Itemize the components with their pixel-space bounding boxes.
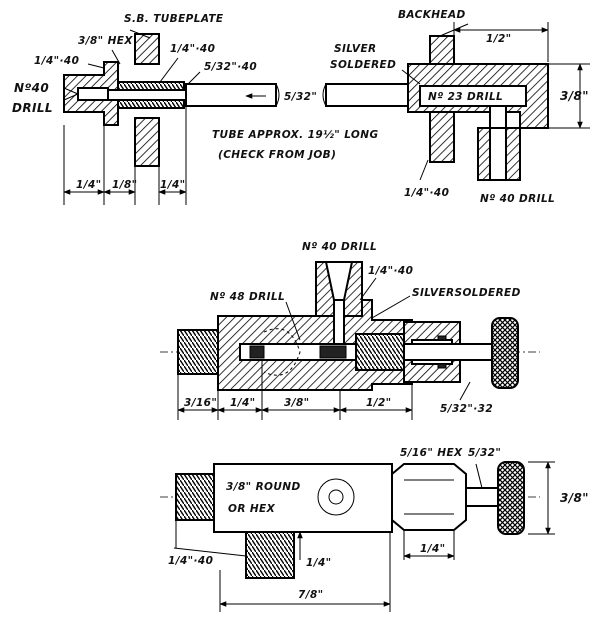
label-thread-1-4-40-plate: 1/4"·40 bbox=[170, 43, 215, 55]
label-dim-3-8-mid: 3/8" bbox=[284, 397, 310, 409]
label-no40: Nº40 bbox=[14, 81, 49, 95]
label-dim-3-8-bottom: 3/8" bbox=[560, 491, 589, 505]
label-drill: DRILL bbox=[12, 101, 53, 115]
label-dim-1-4-bottom-a: 1/4" bbox=[306, 557, 332, 569]
label-round-or-hex-2: OR HEX bbox=[228, 503, 276, 515]
label-backhead: BACKHEAD bbox=[398, 9, 466, 21]
label-silver: SILVER bbox=[334, 43, 377, 55]
top-right-fitting bbox=[322, 22, 590, 181]
label-tube-note-2: (CHECK FROM JOB) bbox=[218, 149, 336, 161]
label-dim-3-16: 3/16" bbox=[184, 397, 217, 409]
label-soldered: SOLDERED bbox=[330, 59, 396, 71]
label-dim-5-32: 5/32" bbox=[284, 91, 317, 103]
label-hex-3-8: 3/8" HEX bbox=[78, 35, 133, 47]
label-no23-drill: Nº 23 DRILL bbox=[428, 91, 503, 103]
label-dim-1-4-b: 1/4" bbox=[160, 179, 186, 191]
label-thread-1-4-40-mid: 1/4"·40 bbox=[368, 265, 413, 277]
labels: S.B. TUBEPLATE 3/8" HEX 1/4"·40 1/4"·40 … bbox=[12, 9, 589, 601]
label-no40-drill-bh: Nº 40 DRILL bbox=[480, 193, 555, 205]
bottom-view bbox=[160, 461, 555, 612]
label-thread-1-4-40-left: 1/4"·40 bbox=[34, 55, 79, 67]
label-dim-1-8: 1/8" bbox=[112, 179, 138, 191]
label-dim-3-8-top: 3/8" bbox=[560, 89, 589, 103]
label-round-or-hex-1: 3/8" ROUND bbox=[226, 481, 301, 493]
label-thread-1-4-40-bottom: 1/4"·40 bbox=[168, 555, 213, 567]
label-dim-5-32-bottom: 5/32" bbox=[468, 447, 501, 459]
label-dim-1-2: 1/2" bbox=[486, 33, 512, 45]
label-silversoldered: SILVERSOLDERED bbox=[412, 287, 521, 299]
label-thread-1-4-40-bh: 1/4"·40 bbox=[404, 187, 449, 199]
label-thread-5-32-32: 5/32"·32 bbox=[440, 403, 493, 415]
top-left-fitting bbox=[63, 29, 280, 205]
label-dim-1-4-bottom-b: 1/4" bbox=[420, 543, 446, 555]
label-no48-drill: Nº 48 DRILL bbox=[210, 291, 285, 303]
label-sb-tubeplate: S.B. TUBEPLATE bbox=[124, 13, 224, 25]
label-dim-1-2-mid: 1/2" bbox=[366, 397, 392, 409]
middle-section bbox=[160, 261, 540, 420]
label-hex-5-16: 5/16" HEX bbox=[400, 447, 463, 459]
label-dim-1-4-a: 1/4" bbox=[76, 179, 102, 191]
label-thread-5-32-40: 5/32"·40 bbox=[204, 61, 257, 73]
label-no40-drill-mid: Nº 40 DRILL bbox=[302, 241, 377, 253]
label-tube-note-1: TUBE APPROX. 19½" LONG bbox=[212, 129, 378, 141]
label-dim-1-4-mid: 1/4" bbox=[230, 397, 256, 409]
label-dim-7-8: 7/8" bbox=[298, 589, 324, 601]
